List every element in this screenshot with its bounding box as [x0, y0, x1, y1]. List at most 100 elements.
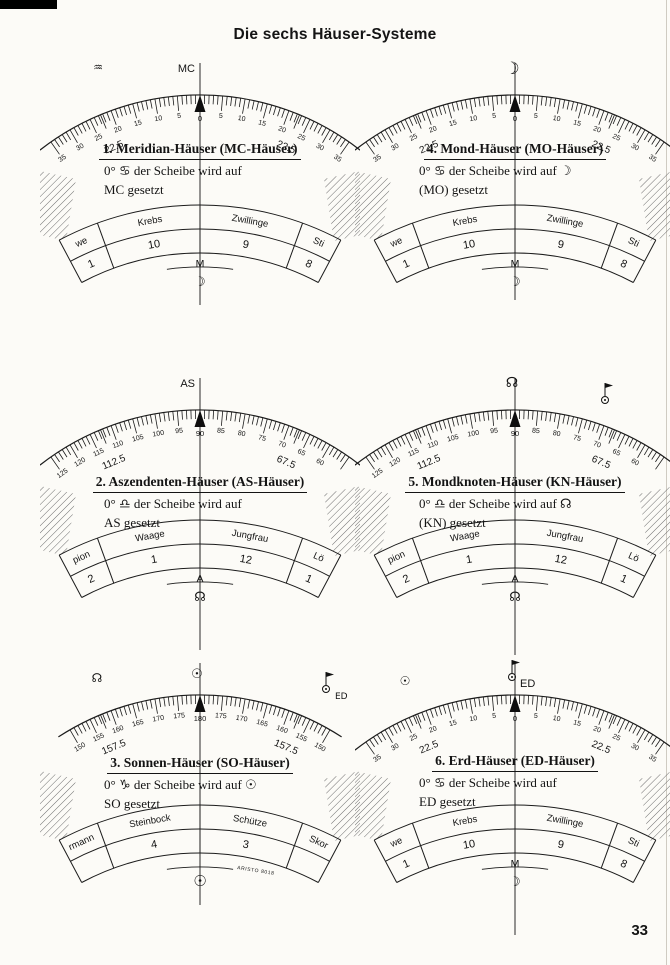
hatch-right	[324, 486, 360, 556]
scale-ticks	[365, 94, 665, 155]
scale-label: 110	[112, 440, 125, 450]
scale-label: 35	[647, 154, 657, 164]
band-center-symbol: ☊	[509, 590, 521, 605]
band-house-number: 9	[242, 238, 250, 251]
scale-label: 85	[217, 428, 225, 436]
band-center-notch-arc	[481, 866, 549, 870]
ed-marker-symbol	[508, 660, 520, 681]
scale-label: 10	[552, 115, 561, 123]
band-separator	[411, 222, 430, 269]
dial-2-caption-line1: 0° ♎ der Scheibe wird auf	[104, 495, 242, 511]
band-separator	[317, 554, 342, 598]
band-center-notch-arc	[481, 581, 549, 585]
scale-label: 25	[94, 133, 104, 143]
scale-label: 10	[552, 715, 561, 723]
band-separator	[600, 822, 619, 869]
scale-label: 25	[611, 733, 621, 743]
band-center-notch-arc	[166, 266, 234, 270]
scale-label: 65	[611, 448, 621, 458]
band-house-number: 1	[150, 553, 158, 566]
band-separator	[632, 554, 657, 598]
band-separator	[411, 822, 430, 869]
scale-label: 67.5	[590, 454, 613, 472]
band-separator	[58, 554, 83, 598]
dial-6-caption-line1: 0° ♋ der Scheibe wird auf	[419, 774, 557, 790]
scale-label: 30	[630, 743, 640, 753]
band-sign-name: Waage	[134, 528, 165, 544]
scale-label: 175	[215, 712, 227, 720]
band-separator	[285, 537, 304, 584]
scale-label: 170	[152, 715, 165, 724]
scale-label: 25	[409, 133, 419, 143]
scale-rim-arc	[355, 94, 670, 151]
scale-label: 5	[219, 113, 224, 120]
scale-label: 120	[388, 457, 402, 469]
dial-1-caption: 1. Meridian-Häuser (MC-Häuser) 0° ♋ der …	[68, 139, 332, 198]
node-symbol: ☊	[92, 671, 103, 685]
hatch-right	[639, 772, 670, 841]
band-center-symbol: ☊	[194, 590, 206, 605]
scale-label: 20	[428, 725, 438, 734]
hatch-left	[40, 171, 76, 241]
band-house-number: 10	[147, 238, 161, 252]
scale-center-label: 180	[194, 714, 207, 723]
dial-3-heading: 3. Sonnen-Häuser (SO-Häuser)	[107, 755, 293, 774]
dial-1-caption-line2: MC gesetzt	[104, 182, 164, 198]
aquarius-symbol: ♒	[93, 61, 103, 74]
scale-center-label: 0	[198, 114, 202, 123]
scale-label: 115	[407, 447, 420, 458]
band-center-notch-arc	[166, 866, 234, 870]
scale-label: 10	[469, 715, 478, 723]
band-house-number: 4	[150, 838, 158, 851]
hatch-left	[355, 171, 391, 241]
band-sign-name: Steinbock	[128, 812, 171, 830]
band-arc	[396, 252, 634, 283]
scale-label: 35	[332, 154, 342, 164]
band-center-symbol: ☽	[194, 275, 206, 290]
band-center-letter: A	[511, 573, 518, 585]
band-house-number: 8	[618, 858, 629, 871]
band-separator	[411, 537, 430, 584]
band-separator	[58, 839, 83, 883]
scale-label: 20	[592, 725, 602, 734]
scale-label: 30	[630, 143, 640, 153]
scale-label: 25	[611, 133, 621, 143]
scale-label: 15	[572, 119, 581, 128]
scale-label: 5	[492, 113, 497, 120]
brand-label: ARISTO 8018	[237, 865, 275, 877]
scale-label: 15	[448, 119, 457, 128]
band-center-notch-arc	[481, 266, 549, 270]
page-number: 33	[631, 922, 648, 939]
scale-label: 105	[446, 434, 459, 444]
dial-3-caption-line2: SO gesetzt	[104, 796, 160, 812]
scale-label: 160	[275, 725, 288, 736]
ed-marker-symbol	[322, 672, 334, 693]
scale-rim-arc	[355, 409, 670, 466]
scale-label: 5	[534, 113, 539, 120]
scale-label: 20	[592, 125, 602, 134]
scale-label: 5	[177, 113, 182, 120]
band-center-letter: M	[511, 858, 520, 870]
band-center-letter: M	[511, 258, 520, 270]
dial-3-caption-line1: 0° ♑ der Scheibe wird auf ☉	[104, 776, 257, 792]
band-sign-name: Sti	[626, 835, 641, 850]
band-arc	[396, 567, 634, 598]
band-house-number: 10	[462, 238, 476, 252]
scale-label: 115	[92, 447, 105, 458]
band-arc	[81, 852, 319, 883]
node-symbol: ☊	[506, 375, 518, 391]
band-separator	[317, 839, 342, 883]
pointer-label: MC	[178, 63, 195, 75]
scale-label: 35	[57, 154, 67, 164]
band-house-number: 2	[86, 573, 97, 586]
band-separator	[373, 554, 398, 598]
scale-label: 60	[630, 458, 640, 468]
band-center-symbol: ☽	[509, 875, 521, 890]
